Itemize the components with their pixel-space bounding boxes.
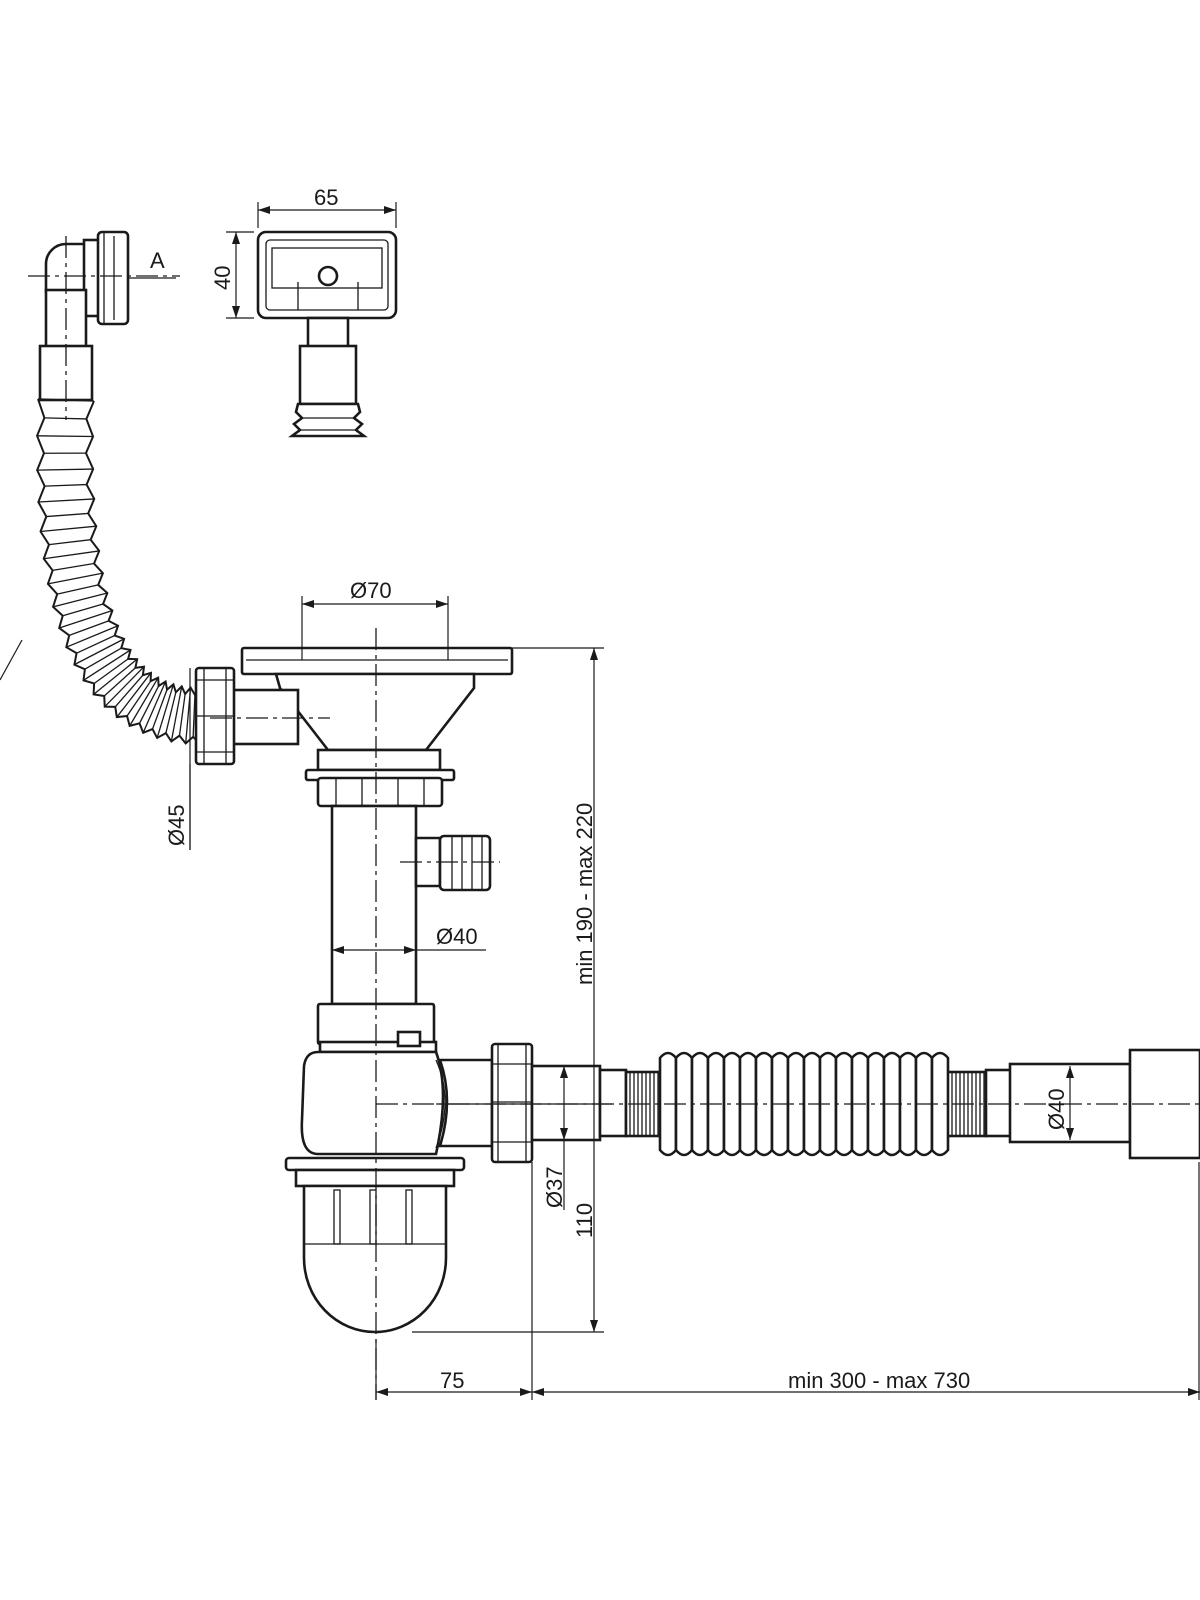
hose-rib (129, 677, 159, 727)
vertical-pipe-assembly: Ø40 (304, 768, 492, 1006)
overflow-flex-hose (35, 398, 202, 745)
hose-rib (66, 625, 119, 648)
hose-rib (48, 539, 91, 546)
hose-rib (59, 609, 113, 629)
view-a-label: A (150, 248, 165, 273)
hose-rib (52, 592, 108, 608)
hose-rib (170, 686, 183, 742)
hose-rib (44, 483, 87, 487)
hose-rib (151, 689, 168, 730)
hose-rib (38, 498, 95, 503)
hose-rib (40, 525, 97, 533)
hose-rib (156, 684, 175, 739)
bottle-trap (284, 1002, 466, 1334)
hose-rib (37, 468, 94, 471)
hose-rib (114, 674, 144, 708)
hose-edge (35, 398, 201, 745)
hose-rib (68, 620, 109, 636)
hose-rib (83, 649, 131, 681)
hose-rib (165, 692, 177, 734)
dia-40-pipe-label: Ø40 (436, 924, 478, 949)
sink-grate-assembly: Ø70 (240, 578, 514, 772)
height-40-label: 40 (210, 266, 235, 290)
hose-rib (116, 672, 152, 718)
hose-rib (192, 694, 196, 737)
hose-rib (126, 680, 152, 717)
cut-leader-line (0, 639, 23, 681)
hose-rib (62, 603, 104, 617)
hose-rib (57, 584, 99, 595)
hose-rib (74, 638, 125, 666)
hose-rib (47, 572, 104, 585)
hose-edge (84, 400, 202, 697)
hose-rib (52, 562, 95, 572)
dia-70-label: Ø70 (350, 578, 392, 603)
hose-rib (46, 512, 89, 518)
dia-45-label: Ø45 (164, 804, 189, 846)
hose-rib (43, 550, 100, 560)
hose-rib (37, 398, 95, 402)
hose-rib (84, 647, 122, 670)
overflow-head-side-view: A (28, 230, 180, 420)
hose-rib (138, 685, 160, 724)
hose-corrugation (930, 1051, 950, 1157)
hose-rib (76, 634, 115, 654)
trap-outlet (438, 1042, 628, 1164)
hose-rib (142, 681, 167, 734)
width-65-label: 65 (314, 185, 338, 210)
hose-rib (93, 658, 138, 695)
hose-rib (93, 658, 129, 685)
height-range-label: min 190 - max 220 (572, 803, 597, 985)
dia-40-outlet-label: Ø40 (1044, 1088, 1069, 1130)
hose-rib (37, 435, 94, 438)
offset-75-label: 75 (440, 1368, 464, 1393)
overflow-connector: Ø45 (164, 666, 300, 850)
main-dimensions: min 190 - max 220 110 Ø37 75 min 300 - m… (375, 647, 1200, 1400)
length-range-label: min 300 - max 730 (788, 1368, 970, 1393)
hose-rib (44, 417, 87, 420)
hose-rib (178, 693, 186, 736)
height-110-label: 110 (572, 1203, 597, 1238)
overflow-front-view: 65 40 (210, 185, 398, 438)
dia-37-label: Ø37 (542, 1166, 567, 1208)
hose-rib (103, 667, 136, 697)
hose-rib (104, 666, 145, 708)
